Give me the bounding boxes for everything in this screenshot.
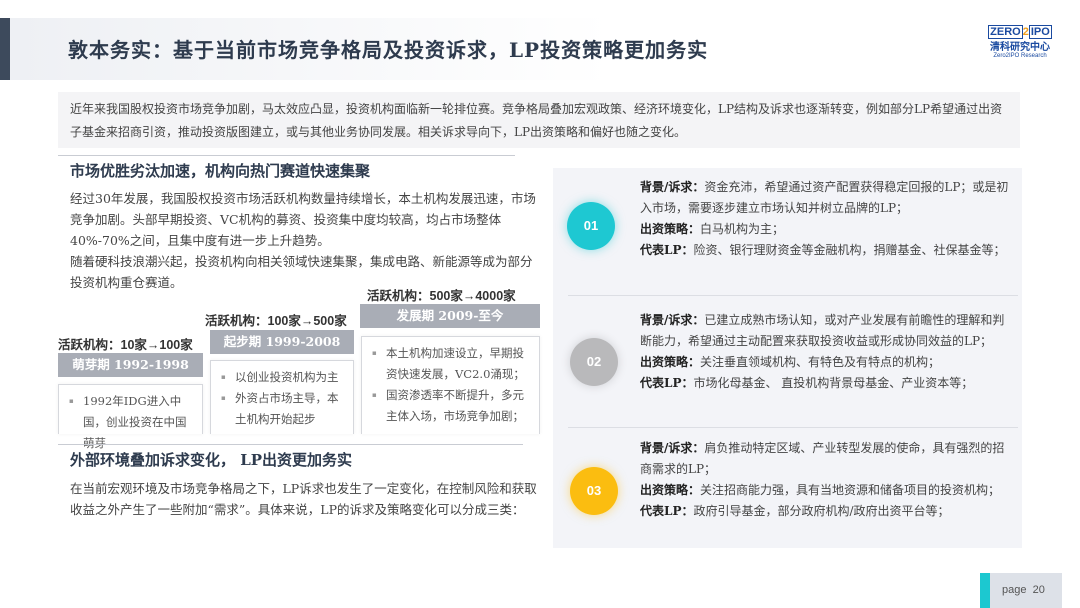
stage-2-title: 起步期 1999-2008 bbox=[210, 330, 354, 354]
page-title: 敦本务实：基于当前市场竞争格局及投资诉求，LP投资策略更加务实 bbox=[68, 38, 709, 62]
category-03-text: 背景/诉求：肩负推动特定区域、产业转型发展的使命，具有强烈的招商需求的LP； 出… bbox=[640, 441, 1005, 518]
stage-3-title: 发展期 2009-至今 bbox=[360, 304, 540, 328]
stage-3-label: 活跃机构：500家→4000家 bbox=[367, 289, 516, 303]
section-heading-market: 市场优胜劣汰加速，机构向热门赛道快速集聚 bbox=[70, 162, 371, 180]
category-03-badge: 03 bbox=[570, 467, 618, 515]
divider bbox=[58, 155, 515, 156]
market-paragraph-1: 经过30年发展，我国股权投资市场活跃机构数量持续增长，本土机构发展迅速，市场竞争… bbox=[70, 191, 536, 248]
title-accent-bar bbox=[0, 18, 10, 80]
category-02-badge: 02 bbox=[570, 338, 618, 386]
category-01-badge: 01 bbox=[567, 202, 615, 250]
stage-1-title: 萌芽期 1992-1998 bbox=[58, 353, 203, 377]
divider bbox=[568, 295, 1018, 296]
stage-2-label: 活跃机构：100家→500家 bbox=[205, 314, 347, 328]
stage-2-bullet: 以创业投资机构为主 bbox=[219, 367, 345, 388]
divider bbox=[58, 444, 523, 445]
section-heading-lp: 外部环境叠加诉求变化， LP出资更加务实 bbox=[70, 451, 353, 469]
lp-paragraph: 在当前宏观环境及市场竞争格局之下，LP诉求也发生了一定变化，在控制风险和获取收益… bbox=[70, 481, 537, 517]
lp-categories-panel bbox=[553, 168, 1022, 548]
page-accent-bar bbox=[980, 573, 990, 608]
stage-1-label: 活跃机构：10家→100家 bbox=[58, 338, 193, 352]
stage-3-box: 本土机构加速设立，早期投资快速发展，VC2.0涌现； 国资渗透率不断提升，多元主… bbox=[361, 336, 540, 434]
divider bbox=[568, 427, 1018, 428]
intro-text: 近年来我国股权投资市场竞争加剧，马太效应凸显，投资机构面临新一轮排位赛。竞争格局… bbox=[58, 92, 1020, 148]
stage-3-bullet: 本土机构加速设立，早期投资快速发展，VC2.0涌现； bbox=[370, 343, 531, 385]
stage-2-box: 以创业投资机构为主 外资占市场主导，本土机构开始起步 bbox=[210, 360, 354, 434]
stage-1-box: 1992年IDG进入中国，创业投资在中国萌芽 bbox=[58, 384, 203, 450]
stage-3-bullet: 国资渗透率不断提升，多元主体入场，市场竞争加剧； bbox=[370, 385, 531, 427]
stage-1-bullet: 1992年IDG进入中国，创业投资在中国萌芽 bbox=[67, 391, 194, 454]
market-paragraph-2: 随着硬科技浪潮兴起，投资机构向相关领域快速集聚，集成电路、新能源等成为部分投资机… bbox=[70, 254, 533, 290]
category-01-text: 背景/诉求：资金充沛，希望通过资产配置获得稳定回报的LP；或是初入市场，需要逐步… bbox=[640, 180, 1009, 257]
category-02-text: 背景/诉求：已建立成熟市场认知，或对产业发展有前瞻性的理解和判断能力，希望通过主… bbox=[640, 313, 1005, 390]
title-background bbox=[10, 18, 610, 80]
stage-2-bullet: 外资占市场主导，本土机构开始起步 bbox=[219, 388, 345, 430]
page-number: page 20 bbox=[990, 573, 1062, 608]
